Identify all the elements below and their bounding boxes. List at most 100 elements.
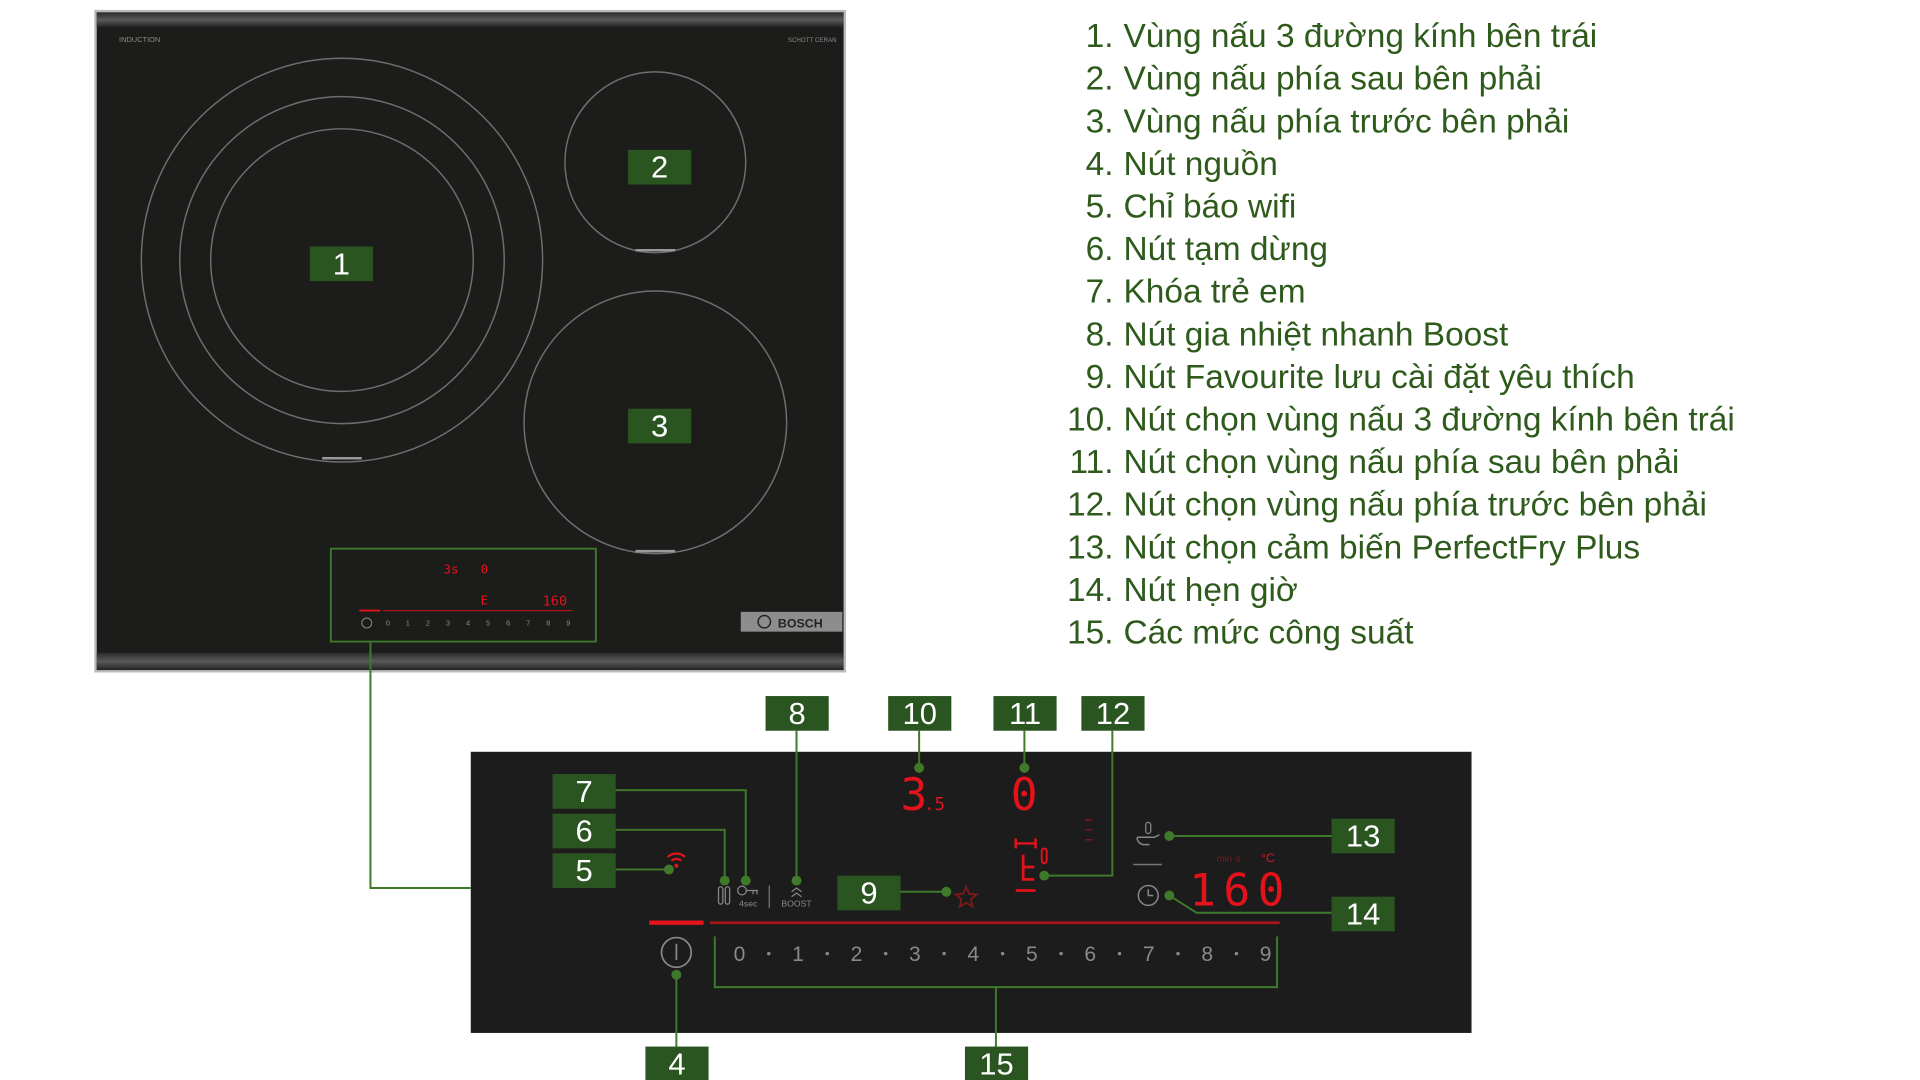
legend-number: 13.	[1067, 529, 1113, 566]
legend-item: 15. Các mức công suất	[1067, 615, 1414, 652]
zone-front-display[interactable]	[1014, 838, 1048, 892]
svg-text:9: 9	[860, 875, 877, 910]
power-level-0[interactable]: 0	[734, 943, 746, 966]
hob-brand-induction: INDUCTION	[119, 35, 160, 44]
zone-front-indicator-icon	[1085, 819, 1093, 841]
cooking-zone-front-right[interactable]	[523, 290, 788, 555]
leader-lines	[369, 641, 1332, 1047]
legend-number: 7.	[1086, 274, 1114, 311]
mini-scale-7: 7	[526, 618, 530, 627]
legend-number: 1.	[1086, 18, 1114, 55]
legend-text: Nút chọn vùng nấu phía sau bên phải	[1123, 444, 1679, 481]
legend-number: 15.	[1067, 615, 1113, 652]
power-level-9[interactable]: 9	[1260, 943, 1272, 966]
callout-3: 3	[628, 409, 692, 444]
timer-display: 160	[1189, 864, 1292, 916]
legend-text: Nút chọn vùng nấu phía trước bên phải	[1123, 487, 1706, 524]
power-level-7[interactable]: 7	[1143, 943, 1155, 966]
control-panel: 3 .5 0 4sec BOOST	[470, 751, 1472, 1033]
child-lock-button[interactable]: 4sec	[737, 885, 759, 909]
legend-item: 8.Nút gia nhiệt nhanh Boost	[1086, 316, 1509, 353]
callout-10: 10	[888, 696, 952, 731]
mini-scale-0: 0	[386, 618, 390, 627]
callout-9: 9	[837, 875, 901, 910]
zone-rear-display: 0	[1011, 769, 1038, 821]
power-level-3[interactable]: 3	[909, 943, 921, 966]
pause-button[interactable]	[717, 886, 731, 905]
callout-6: 6	[552, 814, 616, 849]
callout-12: 12	[1081, 696, 1145, 731]
cooking-zone-rear-right[interactable]	[564, 71, 747, 254]
legend-number: 14.	[1067, 572, 1113, 609]
svg-text:15: 15	[979, 1046, 1013, 1080]
hob-top-view: INDUCTION SCHOTT CERAN BOSCH 3s 0 160 E	[94, 9, 847, 673]
scale-dot	[1234, 951, 1239, 956]
legend-text: Nút nguồn	[1123, 146, 1277, 183]
scale-dot	[883, 951, 888, 956]
svg-text:BOOST: BOOST	[781, 899, 812, 909]
legend-item: 5.Chỉ báo wifi	[1086, 188, 1297, 225]
legend-item: 9.Nút Favourite lưu cài đặt yêu thích	[1086, 359, 1635, 396]
mini-scale-9: 9	[566, 618, 570, 627]
callout-1: 1	[309, 246, 373, 281]
callout-13: 13	[1331, 819, 1395, 854]
scale-dot	[1117, 951, 1122, 956]
legend-item: 13.Nút chọn cảm biến PerfectFry Plus	[1067, 529, 1640, 566]
scale-dot	[767, 951, 771, 956]
legend-number: 10.	[1067, 402, 1113, 439]
callout-14: 14	[1331, 897, 1395, 932]
legend-item: 7.Khóa trẻ em	[1086, 274, 1306, 311]
legend-text: Nút chọn vùng nấu 3 đường kính bên trái	[1123, 402, 1734, 439]
timer-clock-button[interactable]	[1137, 884, 1159, 907]
mini-scale-5: 5	[486, 618, 490, 627]
power-level-5[interactable]: 5	[1026, 943, 1038, 966]
scale-dot	[942, 951, 946, 956]
legend-item: 11.Nút chọn vùng nấu phía sau bên phải	[1070, 444, 1680, 481]
power-button[interactable]	[660, 936, 693, 969]
svg-text:160: 160	[543, 594, 568, 610]
legend-number: 4.	[1086, 146, 1114, 183]
scale-dot	[1176, 951, 1180, 956]
legend-text: Nút Favourite lưu cài đặt yêu thích	[1123, 359, 1634, 396]
wifi-icon	[666, 852, 686, 868]
power-level-8[interactable]: 8	[1201, 943, 1213, 966]
legend-item: 12.Nút chọn vùng nấu phía trước bên phải	[1067, 487, 1707, 524]
legend-item: 14.Nút hẹn giờ	[1067, 572, 1298, 609]
power-level-6[interactable]: 6	[1084, 943, 1096, 966]
mini-scale-1: 1	[406, 618, 410, 627]
power-level-1[interactable]: 1	[792, 943, 804, 966]
legend-text: Khóa trẻ em	[1123, 274, 1305, 311]
svg-text:8: 8	[789, 696, 806, 731]
svg-text:11: 11	[1009, 696, 1041, 731]
hob-brand-ceran: SCHOTT CERAN	[788, 37, 837, 44]
legend-text: Vùng nấu phía sau bên phải	[1123, 61, 1541, 98]
legend-number: 3.	[1086, 103, 1114, 140]
svg-text:E: E	[481, 593, 488, 607]
callout-4: 4	[645, 1046, 709, 1080]
callout-11: 11	[993, 696, 1057, 731]
legend-text: Vùng nấu phía trước bên phải	[1123, 103, 1569, 140]
cooking-zone-left[interactable]	[140, 57, 544, 463]
callout-8: 8	[765, 696, 829, 731]
svg-text:13: 13	[1346, 819, 1380, 854]
power-level-4[interactable]: 4	[968, 943, 980, 966]
legend-number: 9.	[1086, 359, 1114, 396]
legend-item: 6.Nút tạm dừng	[1086, 231, 1328, 268]
perfectfry-sensor-button[interactable]	[1136, 821, 1160, 846]
legend-text: Các mức công suất	[1123, 615, 1414, 652]
mini-scale-6: 6	[506, 618, 510, 627]
legend-item: 1.Vùng nấu 3 đường kính bên trái	[1086, 18, 1598, 55]
favourite-star-icon[interactable]	[953, 884, 979, 909]
svg-text:12: 12	[1096, 696, 1130, 731]
callout-7: 7	[552, 774, 616, 809]
power-level-2[interactable]: 2	[851, 943, 863, 966]
power-level-slider[interactable]: 0 1 2 3 4 5 6 7 8 9	[734, 943, 1272, 966]
svg-text:BOSCH: BOSCH	[778, 616, 823, 630]
legend-item: 10. Nút chọn vùng nấu 3 đường kính bên tr…	[1067, 402, 1735, 439]
boost-button[interactable]: BOOST	[781, 887, 812, 909]
legend-number: 8.	[1086, 316, 1114, 353]
mini-scale-3: 3	[446, 618, 450, 627]
